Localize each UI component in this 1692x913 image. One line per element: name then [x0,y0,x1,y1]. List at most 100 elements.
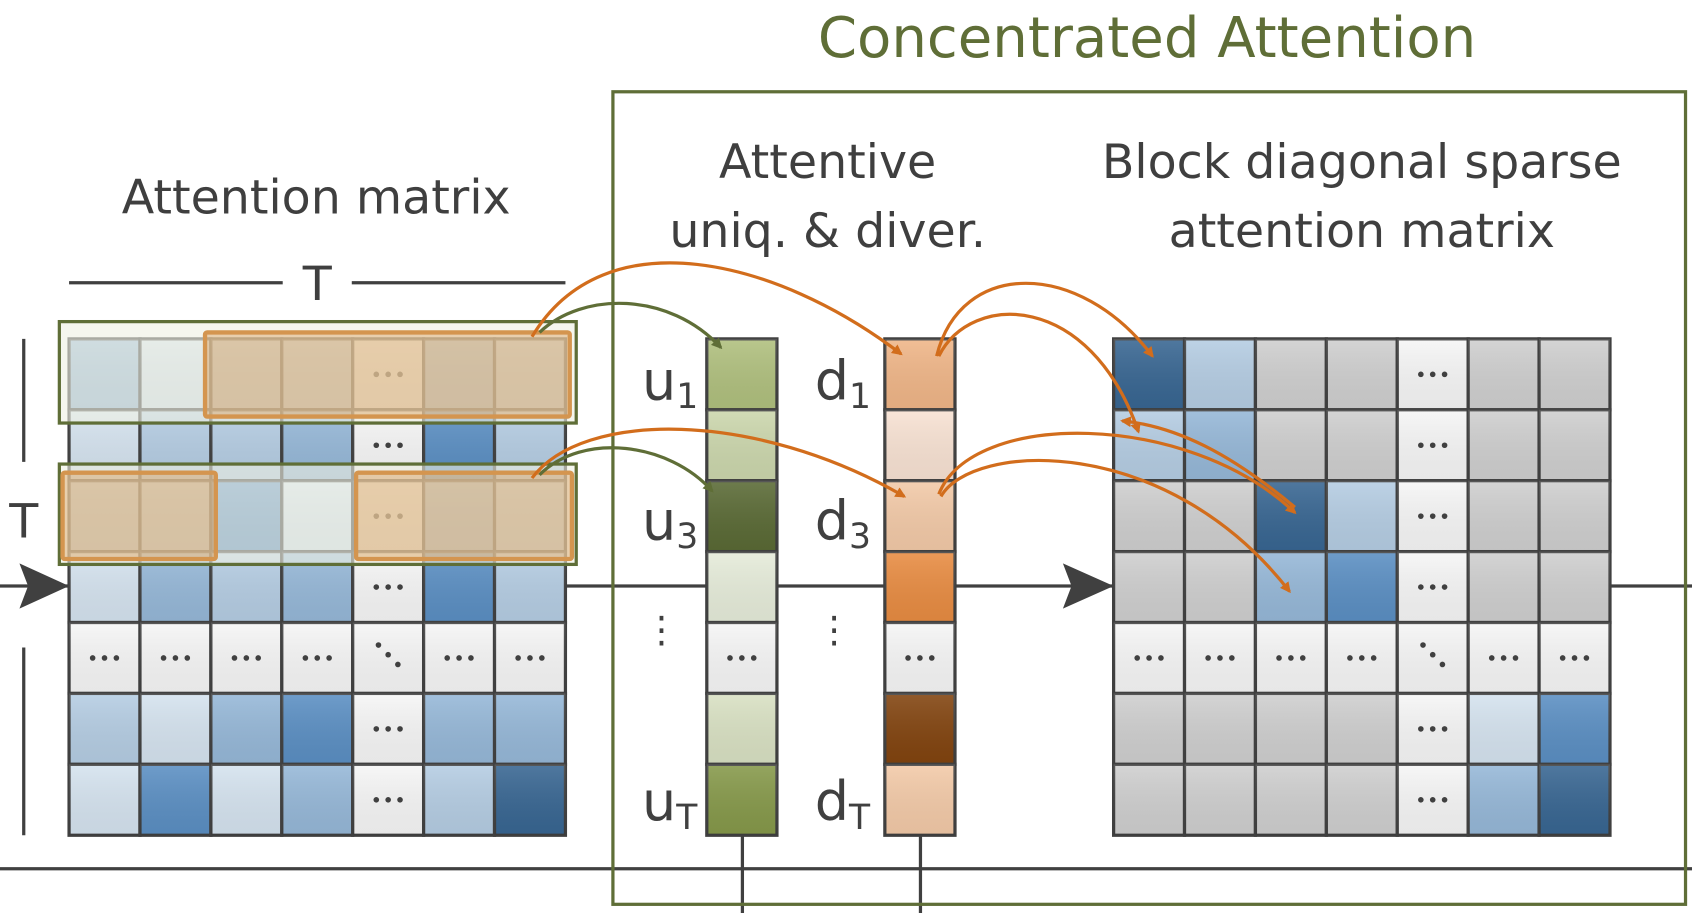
d-label: d3 [815,490,871,558]
matrix-cell-shade [1539,693,1610,765]
ellipsis-dot [172,655,179,661]
vector-cell-shade [706,338,777,410]
u-label: uT [642,770,698,838]
ellipsis-dot [1205,655,1211,661]
ellipsis-dot [385,796,391,803]
ellipsis-dot [1418,371,1424,378]
matrix-cell-shade [1113,551,1185,623]
ellipsis-dot [373,584,380,590]
matrix-cell-shade [1468,409,1540,481]
u-label: u3 [642,490,698,558]
matrix-cell-shade [1255,480,1327,552]
ellipsis-dot [113,655,120,661]
u-label-base: u [642,770,676,833]
flow-lines [0,584,1692,913]
ellipsis-dot [1441,371,1448,378]
ellipsis-dot [928,655,935,661]
matrix-cell-shade [1326,764,1398,836]
row3-orange-block-b [353,470,575,562]
matrix-cell-shade [352,622,424,694]
ellipsis-dot [515,655,521,661]
ellipsis-dot [385,726,391,732]
u-label-subscript: 1 [676,377,698,417]
matrix-cell-shade [1539,764,1610,836]
ellipsis-dot [314,655,321,661]
block-diagonal-title-line2: attention matrix [1169,204,1555,259]
d-label-subscript: 1 [849,377,871,417]
matrix-cell-shade [69,764,140,836]
matrix-cell-shade [1468,551,1540,623]
diagonal-ellipsis-dot [1439,661,1446,668]
dim-side-label: T [8,494,39,549]
ellipsis-dot [397,584,403,590]
arrow-block1-back [1120,416,1296,509]
diagonal-ellipsis-dot [1429,651,1436,658]
ellipsis-dot [1276,655,1282,661]
ellipsis-dot [1229,655,1235,661]
vector-cell-shade [884,693,955,765]
ellipsis-dot [456,655,462,661]
matrix-cell-shade [1326,551,1398,623]
matrix-cell-shade [1539,480,1610,552]
u-label-subscript: 3 [676,517,698,557]
matrix-cell-shade [1539,409,1610,481]
attentive-title-line2: uniq. & diver. [669,204,986,259]
arrow-row3-to-d3 [530,427,907,498]
matrix-cell-shade [1397,622,1469,694]
ellipsis-dot [373,796,380,803]
ellipsis-dot [373,442,380,449]
diagonal-ellipsis-dot [1420,642,1426,648]
matrix-cell-shade [1113,693,1185,765]
ellipsis-dot [1418,513,1424,519]
ellipsis-dot [905,655,911,661]
matrix-cell-shade [1539,551,1610,623]
ellipsis-dot [397,796,403,803]
matrix-cell-shade [1539,338,1610,410]
d-label-base: d [815,349,849,412]
vector-cell-shade [884,551,955,623]
ellipsis-dot [727,655,733,661]
row3-highlight [57,462,578,567]
matrix-cell-shade [1468,480,1540,552]
matrix-cell-shade [494,764,566,836]
vector-cell-shade [884,409,955,481]
ellipsis-dot [468,655,474,661]
ellipsis-dot [397,442,403,449]
ellipsis-dot [1429,513,1436,519]
ellipsis-dot [1441,513,1448,519]
ellipsis-dot [1429,371,1436,378]
ellipsis-dot [1299,655,1306,661]
ellipsis-dot [1418,796,1424,803]
arrow-d1-to-block1b [937,312,1141,434]
block-diagonal-sparse-matrix-grid [1111,337,1612,837]
d-label-base: d [815,490,849,553]
matrix-cell-shade [139,764,211,836]
matrix-cell-shade [1184,551,1256,623]
row1-orange-block [202,330,572,419]
ellipsis-dot [243,655,250,661]
ellipsis-dot [1134,655,1141,661]
ellipsis-dot [231,655,238,661]
matrix-cell-shade [494,693,566,765]
ellipsis-dot [1146,655,1152,661]
matrix-cell-shade [1113,480,1185,552]
ellipsis-dot [373,726,380,732]
ellipsis-dot [1441,442,1448,449]
ellipsis-dot [101,655,108,661]
vector-cell-shade [706,409,777,481]
ellipsis-dot [444,655,451,661]
arrow-row1-to-d1 [530,261,903,356]
ellipsis-dot [385,584,391,590]
ellipsis-dot [302,655,309,661]
d-label-subscript: T [848,798,871,838]
ellipsis-dot [1429,584,1436,590]
concentrated-attention-box [611,90,1688,906]
arrow-d3-to-block3b [939,458,1291,594]
ellipsis-dot [1418,726,1424,732]
ellipsis-dot [1418,442,1424,449]
matrix-cell-shade [423,693,495,765]
matrix-cell-shade [281,764,353,836]
u-label-base: ⋮ [643,608,680,651]
